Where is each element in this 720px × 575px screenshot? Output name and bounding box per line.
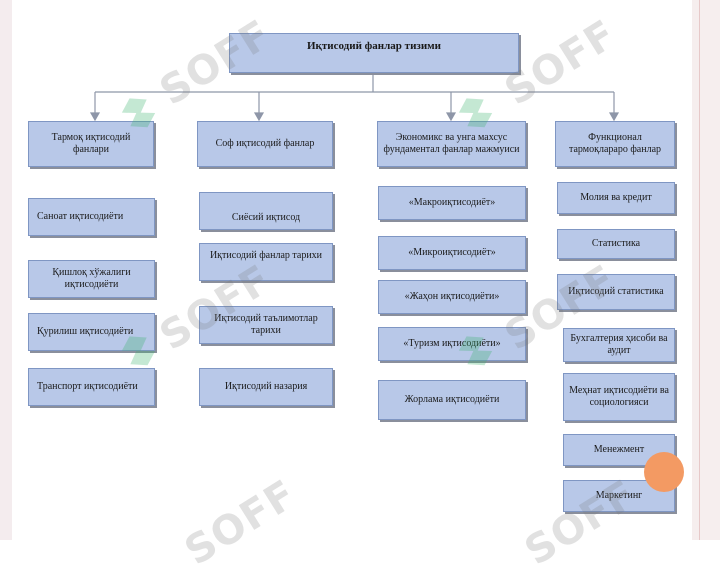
node-label: Сиёсий иқтисод (231, 212, 301, 223)
node-label: Менежмент (593, 444, 645, 455)
header-label: Соф иқтисодий фанлар (215, 138, 315, 149)
node-label: «Микроиқтисодиёт» (408, 247, 496, 258)
arrowhead-col4 (608, 112, 620, 122)
header-column-2: Соф иқтисодий фанлар (197, 121, 333, 167)
connector-lines (89, 74, 620, 122)
header-column-3: Экономикс ва унга махсус фундаментал фан… (377, 121, 526, 167)
node-label: Саноат иқтисодиёти (37, 211, 124, 222)
node-label: Қишлоқ хўжалиги иқтисодиёти (52, 267, 131, 290)
slide-left-edge (0, 0, 12, 540)
node-label: Иқтисодий статистика (568, 286, 664, 297)
root-node-label: Иқтисодий фанлар тизими (306, 40, 441, 52)
header-label: Тармоқ иқтисодий фанлари (51, 132, 131, 155)
node-label: Иқтисодий назария (224, 381, 308, 392)
node-label: «Жаҳон иқтисодиёти» (404, 291, 500, 302)
node-label: Жорлама иқтисодиёти (404, 394, 500, 405)
node-label: «Туризм иқтисодиёти» (403, 338, 501, 349)
node-col2-3: Иқтисодий таълимотлар тарихи (199, 306, 333, 344)
node-col3-2: «Микроиқтисодиёт» (378, 236, 526, 270)
root-node: Иқтисодий фанлар тизими (229, 33, 519, 73)
header-column-4: Функционал тармоқлараро фанлар (555, 121, 675, 167)
node-col1-1: Саноат иқтисодиёти (28, 198, 155, 236)
node-col3-5: Жорлама иқтисодиёти (378, 380, 526, 420)
node-col1-2: Қишлоқ хўжалиги иқтисодиёти (28, 260, 155, 298)
node-label: Иқтисодий таълимотлар тарихи (214, 313, 318, 336)
header-label: Функционал тармоқлараро фанлар (568, 132, 662, 155)
node-col3-1: «Макроиқтисодиёт» (378, 186, 526, 220)
arrowhead-col2 (253, 112, 265, 122)
node-col4-5: Меҳнат иқтисодиёти ва социологияси (563, 373, 675, 421)
node-label: «Макроиқтисодиёт» (408, 197, 496, 208)
header-label: Экономикс ва унга махсус фундаментал фан… (383, 132, 520, 155)
arrowhead-col1 (89, 112, 101, 122)
node-col4-3: Иқтисодий статистика (557, 274, 675, 310)
node-label: Меҳнат иқтисодиёти ва социологияси (569, 385, 669, 408)
node-col3-4: «Туризм иқтисодиёти» (378, 327, 526, 361)
slide-edge-line (699, 0, 700, 540)
node-col2-2: Иқтисодий фанлар тарихи (199, 243, 333, 281)
node-col4-1: Молия ва кредит (557, 182, 675, 214)
node-label: Иқтисодий фанлар тарихи (209, 250, 323, 261)
node-label: Маркетинг (595, 490, 643, 501)
node-label: Транспорт иқтисодиёти (37, 381, 138, 392)
node-col3-3: «Жаҳон иқтисодиёти» (378, 280, 526, 314)
node-col4-4: Бухгалтерия ҳисоби ва аудит (563, 328, 675, 362)
arrowhead-col3 (445, 112, 457, 122)
accent-dot (644, 452, 684, 492)
node-col1-4: Транспорт иқтисодиёти (28, 368, 155, 406)
node-col4-2: Статистика (557, 229, 675, 259)
header-column-1: Тармоқ иқтисодий фанлари (28, 121, 154, 167)
node-col2-4: Иқтисодий назария (199, 368, 333, 406)
node-label: Қурилиш иқтисодиёти (37, 326, 134, 337)
node-col1-3: Қурилиш иқтисодиёти (28, 313, 155, 351)
node-col2-1: Сиёсий иқтисод (199, 192, 333, 230)
slide-right-edge (692, 0, 720, 540)
node-label: Статистика (591, 238, 641, 249)
node-label: Молия ва кредит (580, 192, 652, 203)
node-label: Бухгалтерия ҳисоби ва аудит (570, 333, 668, 356)
